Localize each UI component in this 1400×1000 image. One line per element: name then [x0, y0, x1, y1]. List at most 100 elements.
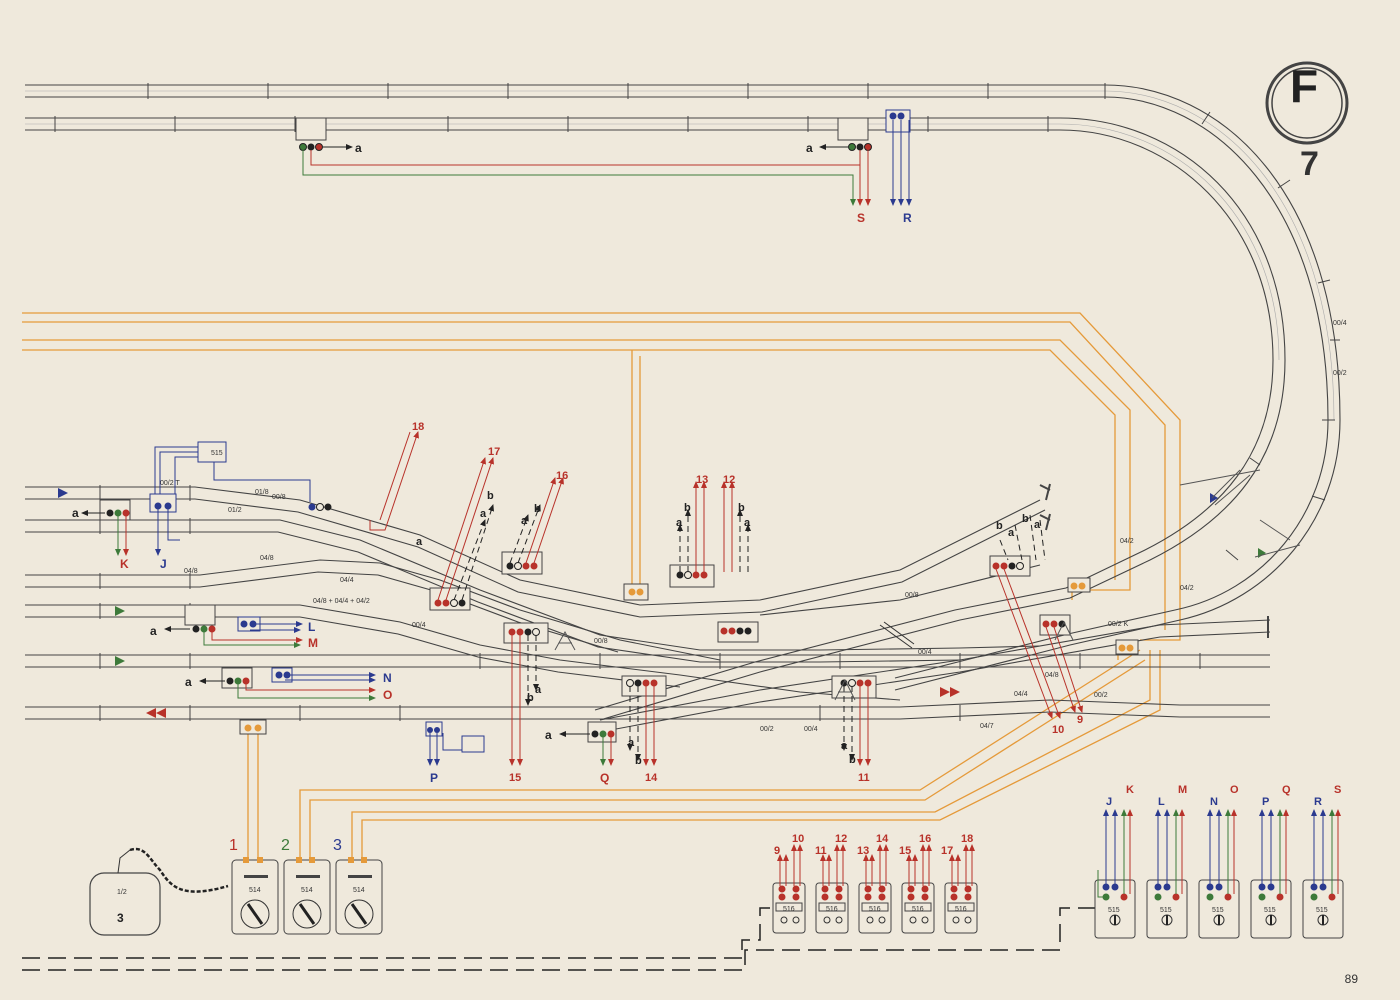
switch-model: 516: [869, 906, 881, 913]
switch-output: 17: [941, 845, 954, 857]
top-signals: [295, 109, 912, 206]
route-number-9: 9: [1077, 714, 1084, 726]
switch-output: 11: [815, 845, 827, 857]
switch-model: 516: [955, 906, 967, 913]
route-sub-label: a: [1034, 519, 1041, 531]
controller-number-2: 2: [281, 837, 290, 854]
switch-output: R: [1314, 796, 1322, 808]
track-label: 00/2 K: [1108, 621, 1129, 628]
direction-markers: [58, 488, 1266, 718]
signal-output-label: a: [72, 506, 79, 520]
route-sub-label: b: [996, 520, 1003, 532]
switch-box-516-a: [772, 844, 806, 934]
route-signals: [369, 431, 1139, 766]
route-sub-label: b: [635, 755, 642, 767]
switch-box-516-d: [901, 844, 935, 934]
switch-output: 9: [774, 845, 781, 857]
wire-letter-l: L: [308, 620, 316, 634]
controller-model: 514: [353, 887, 365, 894]
signal-output-label: a: [185, 675, 192, 689]
switch-boxes-516: [772, 844, 978, 934]
switch-model: 515: [1160, 907, 1172, 914]
switch-box-515-d: [1250, 809, 1292, 939]
switch-output: N: [1210, 796, 1218, 808]
switch-box-515-e: [1302, 809, 1344, 939]
route-number-10: 10: [1052, 724, 1065, 736]
switch-output: K: [1126, 784, 1134, 796]
track-label: 01/2: [228, 507, 242, 514]
wire-letter-m: M: [308, 636, 318, 650]
route-number-17: 17: [488, 446, 501, 458]
controller-number-1: 1: [229, 837, 238, 854]
track-label: 04/8 + 04/4 + 04/2: [313, 598, 370, 605]
track-label: 04/4: [1014, 691, 1028, 698]
wire-letter-s: S: [857, 211, 866, 225]
route-sub-label: a: [744, 517, 751, 529]
wire-letter-n: N: [383, 671, 392, 685]
switch-output: P: [1262, 796, 1270, 808]
switch-output: L: [1158, 796, 1165, 808]
route-sub-label: b: [849, 754, 856, 766]
switch-output: 14: [876, 833, 889, 845]
power-wires: [22, 312, 1181, 860]
signal-output-label: a: [806, 141, 813, 155]
route-number-13: 13: [696, 474, 709, 486]
signal-output-label: a: [150, 624, 157, 638]
route-number-14: 14: [645, 772, 658, 784]
pencil-marks: [554, 469, 1301, 701]
route-sub-label: b: [487, 490, 494, 502]
transformer: [89, 847, 229, 936]
switch-box-516-e: [944, 844, 978, 934]
switch-model: 515: [1212, 907, 1224, 914]
switch-box-516-b: [815, 844, 849, 934]
switch-model: 516: [826, 906, 838, 913]
track-label: 00/2 T: [160, 480, 180, 487]
switch-box-515-c: [1198, 809, 1240, 939]
route-sub-label: a: [628, 737, 635, 749]
switch-box-516-c: [858, 844, 892, 934]
track-ties: [54, 83, 1340, 721]
switch-output: 16: [919, 833, 932, 845]
track-label: 04/4: [340, 577, 354, 584]
wire-letter-r: R: [903, 211, 912, 225]
wire-letter-k: K: [120, 557, 129, 571]
track-label: 00/8: [594, 638, 608, 645]
wire-letter-o: O: [383, 688, 393, 702]
route-sub-label: a: [676, 517, 683, 529]
wire-letter-q: Q: [600, 771, 610, 785]
switch-model: 515: [1316, 907, 1328, 914]
switch-model: 516: [783, 906, 795, 913]
track-label: 04/2: [1120, 538, 1134, 545]
switch-output: 18: [961, 833, 974, 845]
controller-model: 514: [301, 887, 313, 894]
transformer-model: 1/2: [117, 889, 127, 896]
route-sub-label: a: [480, 508, 487, 520]
route-sub-label: b: [684, 502, 691, 514]
track-label: 04/8: [1045, 672, 1059, 679]
route-sub-label: a: [416, 536, 423, 548]
route-number-11: 11: [858, 772, 870, 784]
track-label: 00/8: [272, 494, 286, 501]
route-sub-label: b: [1022, 513, 1029, 525]
track-label: 00/4: [918, 649, 932, 656]
yard-signals-left: [81, 441, 617, 766]
track-label: 00/2: [1094, 692, 1108, 699]
route-sub-label: a: [521, 515, 528, 527]
route-number-12: 12: [723, 474, 736, 486]
logo-letter: F: [1290, 60, 1319, 112]
route-sub-label: b: [534, 503, 541, 515]
wire-letter-j: J: [160, 557, 167, 571]
signal-output-label: a: [545, 728, 552, 742]
route-sub-label: a: [535, 684, 542, 696]
route-sub-label: b: [527, 692, 534, 704]
switch-output: Q: [1282, 784, 1291, 796]
track-label: 00/2: [1333, 370, 1347, 377]
route-number-16: 16: [556, 470, 569, 482]
switch-model: 515: [1108, 907, 1120, 914]
switch-model: 515: [1264, 907, 1276, 914]
switch-output: 12: [835, 833, 848, 845]
switch-output: S: [1334, 784, 1342, 796]
switch-box-515-b: [1146, 809, 1188, 939]
